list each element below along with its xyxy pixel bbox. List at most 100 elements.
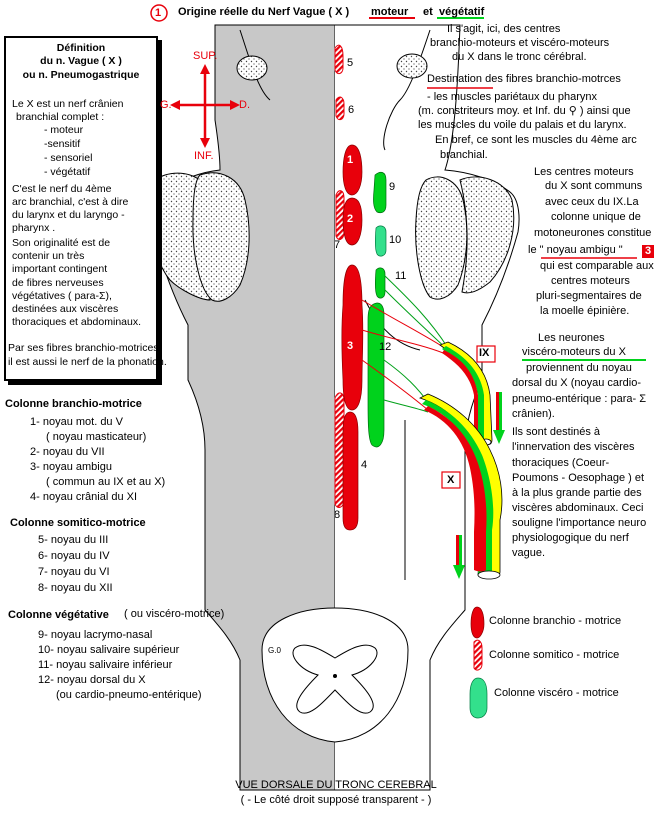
visceral-para-line: dorsal du X (noyau cardio- bbox=[512, 377, 642, 389]
destination-label: Destination bbox=[427, 73, 483, 85]
ambigu-pre: le " bbox=[528, 244, 544, 256]
nucleus-1 bbox=[342, 144, 363, 196]
definition-body-line: Par ses fibres branchio-motrices bbox=[8, 342, 159, 354]
compass-right-label: D. bbox=[239, 99, 250, 111]
ambigu-line: le " noyau ambigu " bbox=[528, 244, 623, 257]
nucleus-3 bbox=[341, 264, 364, 411]
nerve-ix-label: IX bbox=[479, 347, 490, 359]
veg-list-item: (ou cardio-pneumo-entérique) bbox=[56, 689, 202, 701]
nucleus-2 bbox=[342, 197, 363, 246]
definition-heading-2: du n. Vague ( X ) bbox=[40, 55, 122, 67]
nucleus-label: 12 bbox=[379, 341, 392, 353]
visceral-para-line: à la plus grande partie des bbox=[512, 487, 642, 499]
right-intro-line: branchio-moteurs et viscéro-moteurs bbox=[430, 37, 610, 49]
ambigu-para-line: qui est comparable aux bbox=[540, 260, 654, 272]
ambigu-para-line: du X sont communs bbox=[545, 180, 643, 192]
somitic-list-item: 8- noyau du XII bbox=[38, 582, 113, 594]
right-intro-line: Il s'agit, ici, des centres bbox=[447, 23, 561, 35]
nucleus-label: 5 bbox=[347, 57, 354, 69]
visceral-para-line: viscères abdominaux. Ceci bbox=[512, 502, 644, 514]
visceral-para-line: vague. bbox=[512, 547, 546, 559]
nucleus-label: 1 bbox=[347, 154, 354, 166]
visceral-para-line: Ils sont destinés à bbox=[512, 426, 601, 438]
right-cerebellar-peduncle bbox=[459, 176, 515, 294]
definition-component: - végétatif bbox=[44, 166, 91, 178]
definition-intro-1: Le X est un nerf crânien bbox=[12, 98, 124, 110]
definition-box: Définition du n. Vague ( X ) ou n. Pneum… bbox=[4, 36, 167, 381]
nucleus-11 bbox=[374, 267, 386, 299]
definition-body-line: thoraciques et abdominaux. bbox=[12, 316, 141, 328]
definition-body-line: arc branchial, c'est à dire bbox=[12, 196, 129, 208]
ambigu-number: 3 bbox=[645, 245, 652, 257]
page-title: Origine réelle du Nerf Vague ( X ) bbox=[178, 6, 350, 18]
right-peduncle-curve bbox=[383, 29, 431, 151]
visceral-para-line: thoraciques (Coeur- bbox=[512, 457, 610, 469]
definition-heading-1: Définition bbox=[56, 42, 106, 54]
destination-detail: les muscles du voile du palais et du lar… bbox=[418, 119, 627, 131]
definition-intro-2: branchial complet : bbox=[16, 111, 105, 123]
nucleus-5 bbox=[334, 44, 344, 75]
definition-heading-3: ou n. Pneumogastrique bbox=[22, 69, 140, 81]
visceral-nuclei bbox=[367, 171, 387, 448]
title-number: 1 bbox=[155, 7, 162, 19]
caption-line-2: ( - Le côté droit supposé transparent - … bbox=[240, 794, 432, 806]
ambigu-para-line: Les centres moteurs bbox=[534, 166, 634, 178]
branchio-list-item: 4- noyau crânial du XI bbox=[30, 491, 138, 503]
right-inner-guide bbox=[364, 299, 421, 351]
legend-somitic-swatch bbox=[473, 639, 483, 671]
compass-left-label: G. bbox=[160, 99, 172, 111]
nerve-x bbox=[418, 393, 503, 580]
nucleus-label: 7 bbox=[334, 239, 341, 251]
ambigu-post: " bbox=[618, 244, 623, 256]
branchio-list-item: 1- noyau mot. du V bbox=[30, 416, 123, 428]
ix-label-box bbox=[476, 345, 496, 363]
nucleus-label: 9 bbox=[389, 181, 396, 193]
legend-branchio-swatch bbox=[470, 606, 485, 639]
somitic-list-item: 7- noyau du VI bbox=[38, 566, 110, 578]
veg-list-subtitle: ( ou viscéro-motrice) bbox=[124, 608, 225, 620]
ambigu-term: noyau ambigu bbox=[543, 244, 619, 256]
ambigu-para-line: colonne unique de bbox=[551, 211, 641, 223]
definition-component: - sensoriel bbox=[44, 152, 93, 164]
definition-component: -sensitif bbox=[44, 138, 81, 150]
visceral-para-line: Poumons - Oesophage ) et bbox=[512, 472, 645, 484]
legend-visceral-swatch bbox=[469, 677, 488, 719]
ambigu-para-line: motoneurones constitue bbox=[534, 227, 652, 239]
somitic-list-item: 5- noyau du III bbox=[38, 534, 109, 546]
x-label-box bbox=[441, 471, 461, 489]
definition-component: - moteur bbox=[44, 124, 84, 136]
ambigu-para-line: centres moteurs bbox=[551, 275, 630, 287]
definition-body-line: végétatives ( para-Σ), bbox=[12, 290, 112, 302]
nucleus-label: 3 bbox=[347, 340, 354, 352]
x-down-arrow bbox=[453, 535, 465, 579]
nucleus-9 bbox=[373, 171, 387, 214]
visceral-para-line: proviennent du noyau bbox=[526, 362, 632, 374]
left-olive bbox=[192, 172, 250, 302]
spinal-cord-gray-matter bbox=[292, 644, 378, 714]
nucleus-label: 10 bbox=[389, 234, 402, 246]
nucleus-4 bbox=[342, 411, 359, 531]
spinal-central-canal bbox=[333, 674, 337, 678]
nucleus-label: 11 bbox=[395, 270, 407, 282]
destination-detail: En bref, ce sont les muscles du 4ème arc bbox=[435, 134, 637, 146]
veg-list-item: 9- noyau lacrymo-nasal bbox=[38, 629, 153, 641]
legend-branchio-label: Colonne branchio - motrice bbox=[489, 615, 622, 627]
definition-body-line: de fibres nerveuses bbox=[12, 277, 104, 289]
somitic-list-title: Colonne somitico-motrice bbox=[10, 517, 146, 529]
veg-list-item: 11- noyau salivaire inférieur bbox=[38, 659, 173, 671]
nucleus-label: 6 bbox=[348, 104, 355, 116]
nucleus-label: 8 bbox=[334, 509, 341, 521]
somitic-list-item: 6- noyau du IV bbox=[38, 550, 110, 562]
ambigu-para-line: avec ceux du IX.La bbox=[545, 196, 639, 208]
compass-up-label: SUP. bbox=[193, 50, 218, 62]
destination-line: Destination des fibres branchio-motrces bbox=[427, 73, 621, 86]
nucleus-10 bbox=[374, 225, 387, 257]
ambigu-para-line: pluri-segmentaires de bbox=[536, 290, 642, 302]
nucleus-12 bbox=[367, 302, 385, 448]
branchio-nuclei bbox=[341, 144, 364, 531]
nucleus-label: 4 bbox=[361, 459, 368, 471]
title-number-circle bbox=[150, 4, 168, 22]
definition-body-line: C'est le nerf du 4ème bbox=[12, 183, 112, 195]
veg-list-item: 10- noyau salivaire supérieur bbox=[38, 644, 180, 656]
definition-body-line: contenir un très bbox=[12, 250, 85, 262]
